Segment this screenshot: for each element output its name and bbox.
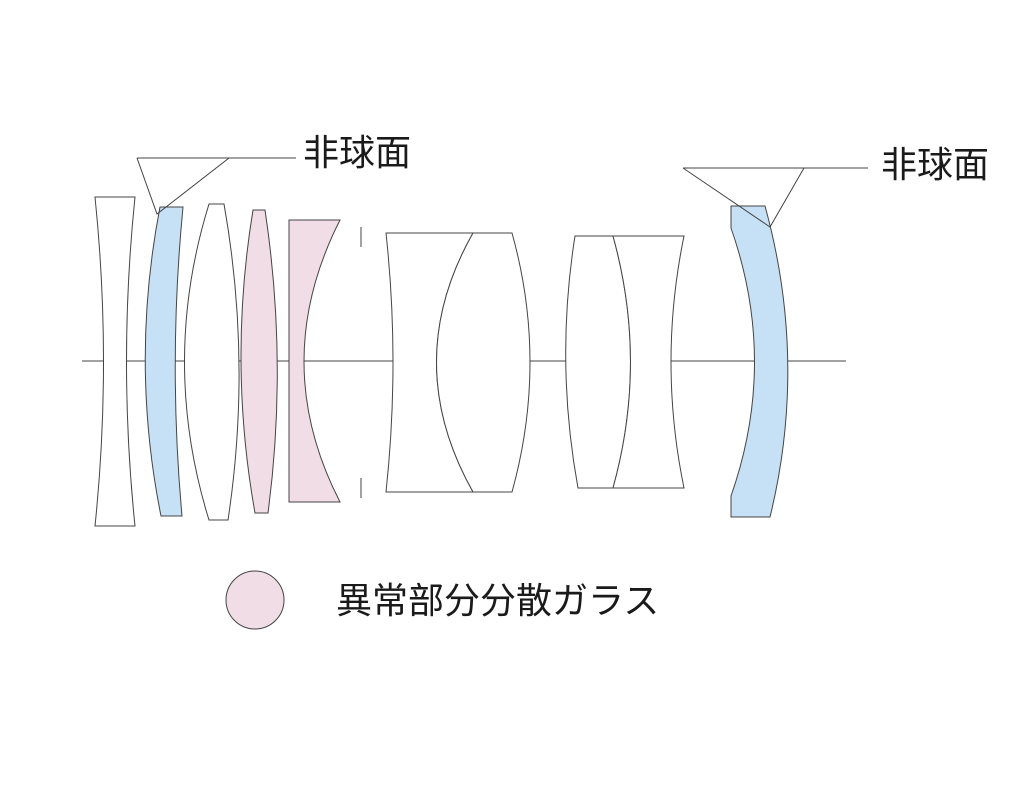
lens-element-8 bbox=[565, 235, 631, 489]
lens-element-10-aspherical bbox=[730, 205, 789, 518]
lens-element-1 bbox=[94, 196, 136, 527]
aspherical-callout-left bbox=[136, 157, 231, 215]
lens-element-9 bbox=[612, 235, 685, 489]
lens-element-2-aspherical bbox=[144, 206, 184, 517]
aspherical-callout-right bbox=[682, 167, 805, 228]
lens-element-4-ed bbox=[240, 209, 278, 514]
lens-element-3 bbox=[184, 203, 240, 521]
legend-ed-label: 異常部分分散ガラス bbox=[336, 581, 660, 622]
aspherical-label-left: 非球面 bbox=[303, 133, 412, 174]
aspherical-label-right: 非球面 bbox=[881, 145, 990, 186]
legend-ed-swatch bbox=[225, 570, 285, 630]
lens-element-5-ed bbox=[288, 219, 341, 503]
lens-element-7 bbox=[436, 232, 531, 493]
